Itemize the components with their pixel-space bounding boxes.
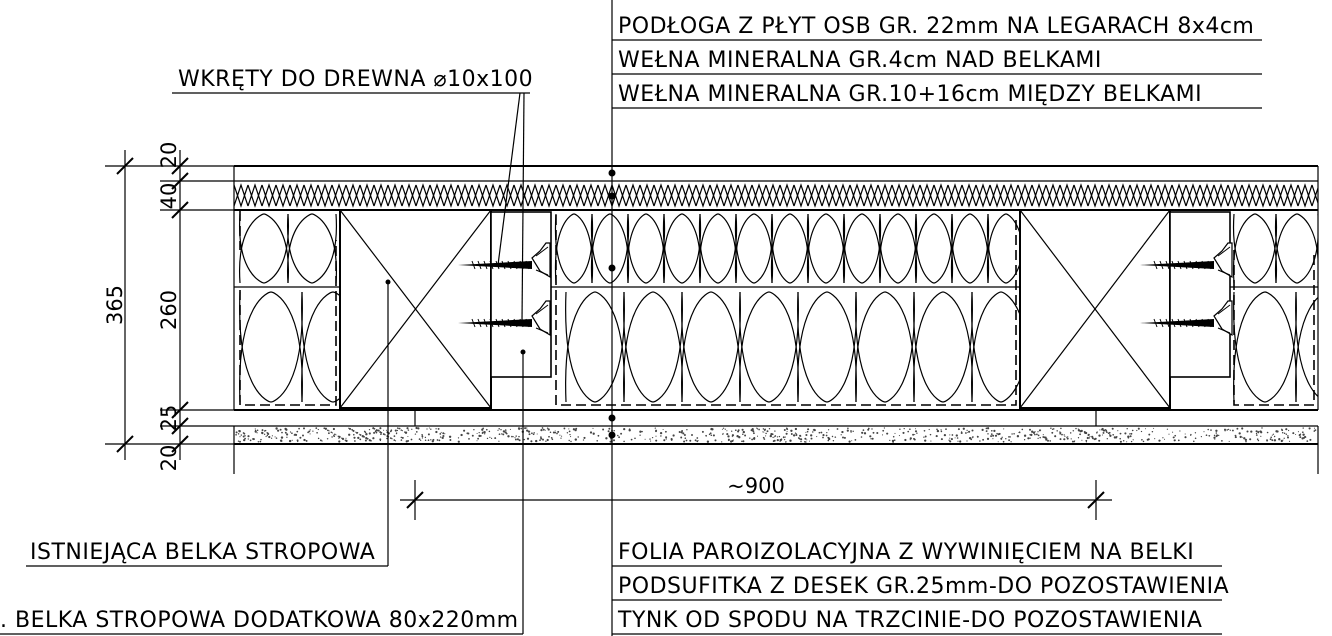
wool-between-beams: [233, 210, 1319, 410]
center-leader-line: [608, 0, 616, 636]
dim-spacing-900: ~900: [727, 474, 785, 498]
wood-screws: [458, 242, 1233, 337]
dim-20-top: 20: [157, 142, 181, 169]
additional-beam-right: [1169, 211, 1231, 378]
plaster-layer: [233, 426, 1319, 474]
label-additional-beam: . BELKA STROPOWA DODATKOWA 80x220mm: [0, 608, 519, 633]
ceiling-boards-layer: [234, 409, 1318, 427]
dim-40: 40: [157, 183, 181, 210]
existing-beam-right: [1019, 209, 1171, 409]
label-vapour-barrier: FOLIA PAROIZOLACYJNA Z WYWINIĘCIEM NA BE…: [618, 540, 1194, 565]
vapour-barrier-foil: [239, 211, 1315, 406]
dim-20-bottom: 20: [157, 445, 181, 472]
top-label-lines: [612, 39, 1262, 109]
dim-260: 260: [157, 290, 181, 330]
label-wool-between-beams: WEŁNA MINERALNA GR.10+16cm MIĘDZY BELKAM…: [618, 82, 1202, 107]
dimension-beam-spacing: [400, 480, 1112, 520]
label-ceiling-boards: PODSUFITKA Z DESEK GR.25mm-DO POZOSTAWIE…: [618, 574, 1229, 599]
label-wood-screws: WKRĘTY DO DREWNA ⌀10x100: [178, 67, 533, 92]
label-wool-over-beams: WEŁNA MINERALNA GR.4cm NAD BELKAMI: [618, 48, 1102, 73]
dimension-chain-left: [105, 150, 234, 460]
dim-total-365: 365: [103, 285, 127, 325]
additional-beam-leader: [0, 349, 526, 635]
osb-floor-layer: [233, 165, 1319, 182]
existing-beam-leader: [26, 279, 391, 567]
label-plaster: TYNK OD SPODU NA TRZCINIE-DO POZOSTAWIEN…: [617, 608, 1202, 633]
bottom-label-lines: [612, 565, 1222, 635]
label-osb-floor: PODŁOGA Z PŁYT OSB GR. 22mm NA LEGARACH …: [618, 14, 1254, 39]
wool-layer-over-beams: [233, 181, 1319, 211]
screws-leader: [172, 92, 530, 323]
label-existing-beam: ISTNIEJĄCA BELKA STROPOWA: [30, 540, 375, 565]
existing-beam-left: [339, 209, 492, 409]
dim-25: 25: [157, 405, 181, 432]
